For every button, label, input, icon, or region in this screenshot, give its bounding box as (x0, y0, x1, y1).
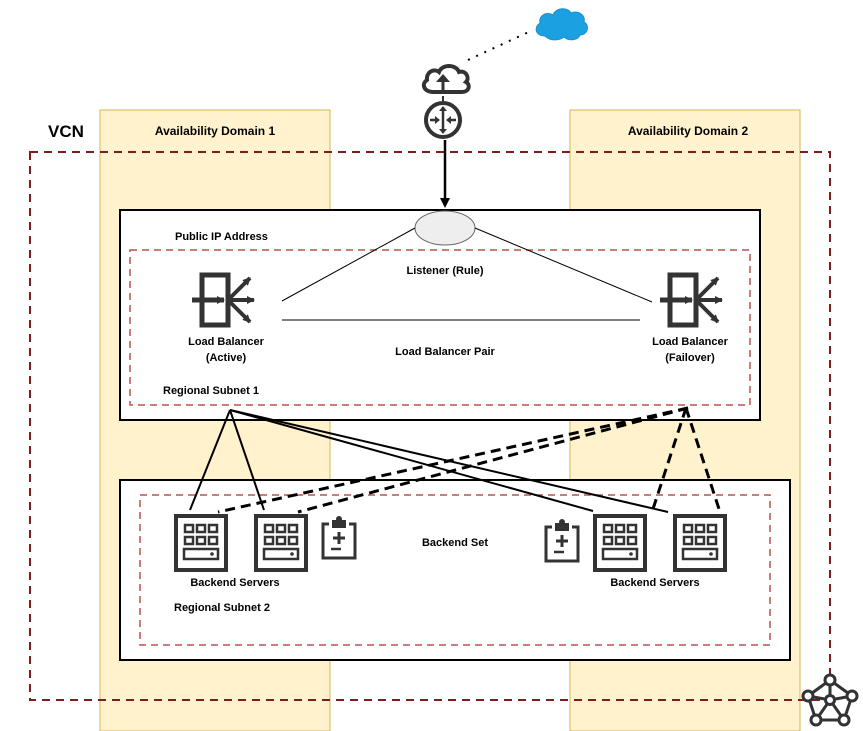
vcn-label: VCN (48, 122, 84, 141)
failover-backend-links (217, 406, 722, 514)
router-icon (424, 101, 462, 139)
regional-subnet-1-boundary (129, 249, 751, 406)
internet-link (467, 29, 534, 61)
server-icon[interactable] (174, 514, 228, 572)
ip-to-failover-lb (474, 227, 653, 303)
lb-failover-label-line1: Load Balancer (652, 336, 729, 348)
lb-active-label-line1: Load Balancer (188, 336, 265, 348)
server-icon[interactable] (593, 514, 647, 572)
cloud-upload-icon (421, 64, 471, 94)
lb-failover-label-line2: (Failover) (665, 352, 715, 364)
lb-pair-label: Load Balancer Pair (395, 346, 495, 358)
availability-domain-2-label: Availability Domain 2 (628, 124, 749, 138)
lb-active-label-line2: (Active) (206, 352, 247, 364)
network-pentagon-icon (801, 673, 859, 727)
listener-label: Listener (Rule) (406, 265, 483, 277)
availability-domain-1-label: Availability Domain 1 (155, 124, 276, 138)
active-backend-links (189, 409, 669, 513)
regional-subnet-2-label: Regional Subnet 2 (174, 602, 270, 614)
public-ip-label: Public IP Address (175, 231, 268, 243)
public-ip-node[interactable] (414, 210, 476, 246)
backend-servers-label-2: Backend Servers (610, 577, 699, 589)
backend-servers-label-1: Backend Servers (190, 577, 279, 589)
regional-subnet-1-label: Regional Subnet 1 (163, 385, 259, 397)
regional-subnet-2-boundary (139, 494, 771, 646)
server-icon[interactable] (673, 514, 727, 572)
server-icon[interactable] (254, 514, 308, 572)
vcn-boundary (29, 151, 831, 701)
backend-set-label: Backend Set (422, 537, 488, 549)
ip-to-active-lb (281, 227, 416, 302)
cloud-icon (535, 8, 588, 41)
